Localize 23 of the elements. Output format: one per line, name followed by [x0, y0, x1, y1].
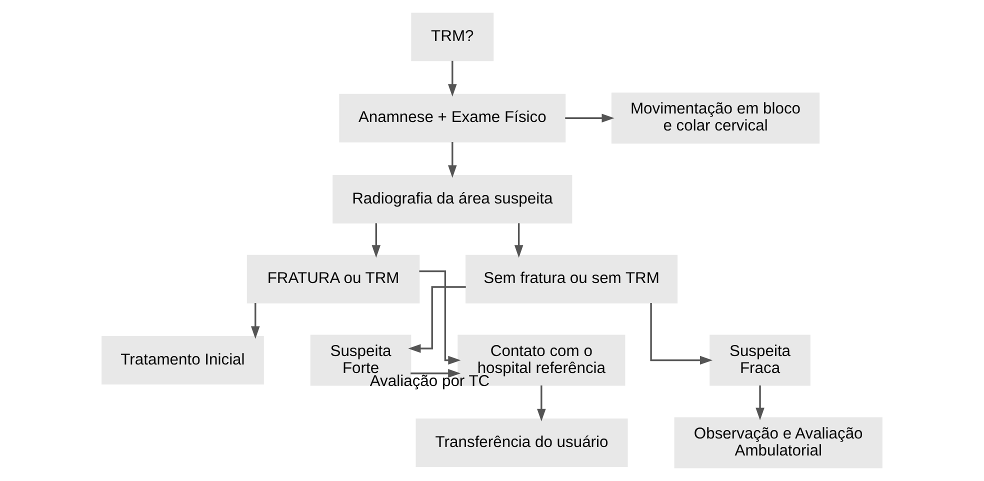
node-box: TRM?	[411, 12, 494, 62]
node-box: Radiografia da área suspeita	[332, 175, 572, 224]
arrow	[408, 286, 466, 353]
arrow	[372, 223, 381, 258]
arrow	[250, 303, 260, 339]
node-box: FRATURA ou TRM	[246, 254, 420, 304]
arrow	[448, 142, 457, 178]
node-box: Tratamento Inicial	[102, 336, 264, 384]
arrow	[448, 60, 457, 97]
edge-label: Avaliação por TC	[370, 372, 490, 390]
node-box: Anamnese + Exame Físico	[339, 94, 566, 142]
node-box: Movimentação em bloco e colar cervical	[611, 92, 820, 144]
arrow	[756, 385, 764, 420]
node-box: Suspeita Fraca	[710, 334, 810, 386]
node-box: Sem fratura ou sem TRM	[466, 254, 678, 304]
node-box: Observação e Avaliação Ambulatorial	[674, 417, 882, 468]
arrow	[565, 114, 614, 123]
arrow	[419, 270, 461, 365]
arrow	[650, 303, 713, 365]
arrow	[537, 385, 546, 422]
arrow	[514, 223, 524, 258]
arrow	[410, 368, 461, 378]
node-box: Transferência do usuário	[416, 418, 628, 467]
